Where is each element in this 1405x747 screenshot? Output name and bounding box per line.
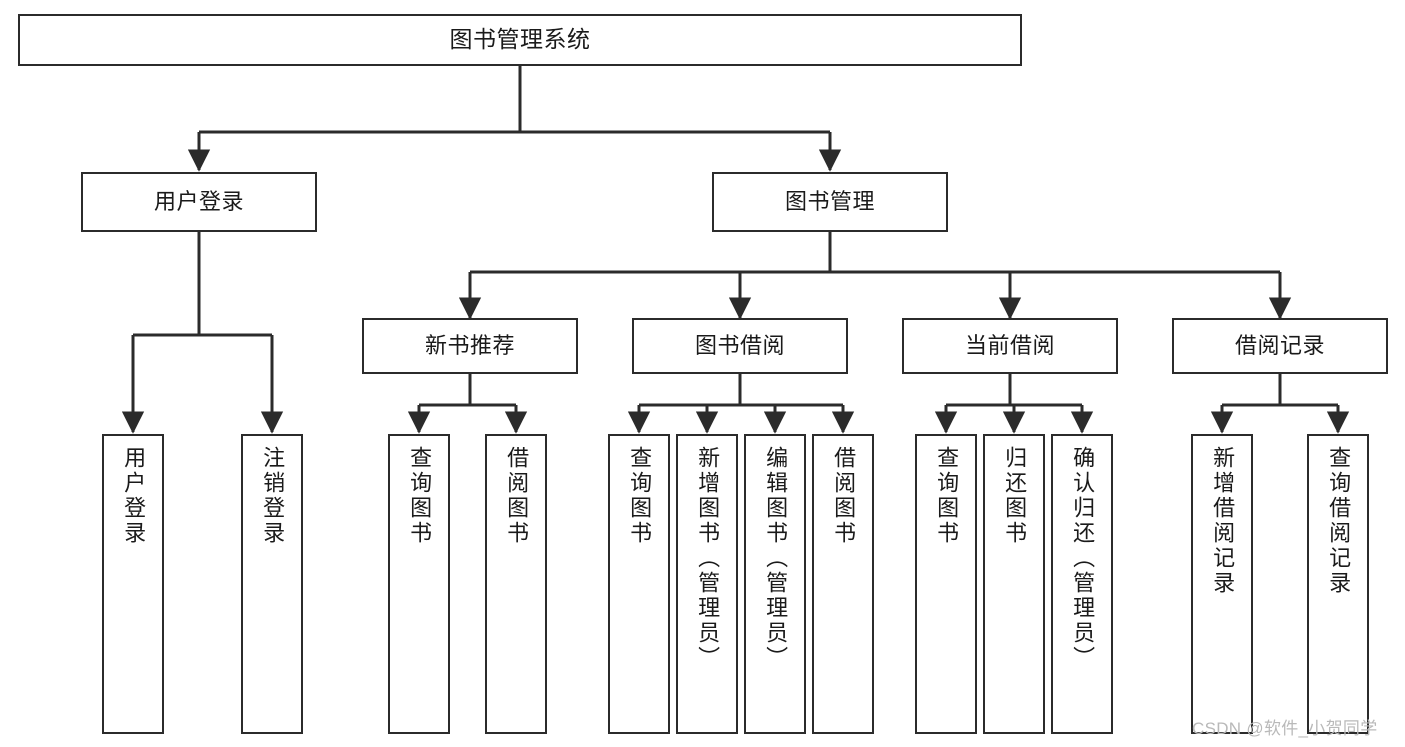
node-label: 新增借阅记录 [1210,446,1236,596]
node-label: 编辑图书（管理员） [763,446,789,671]
node-label: 查询图书 [934,446,960,546]
leaf-query-borrow-record[interactable]: 查询借阅记录 [1307,434,1369,734]
node-label: 新书推荐 [424,333,515,359]
leaf-edit-book-admin[interactable]: 编辑图书（管理员） [744,434,806,734]
leaf-borrow-book[interactable]: 借阅图书 [812,434,874,734]
node-label: 新增图书（管理员） [695,446,721,671]
node-label: 归还图书 [1002,446,1028,546]
leaf-confirm-return-admin[interactable]: 确认归还（管理员） [1051,434,1113,734]
leaf-borrow-query-book[interactable]: 查询图书 [608,434,670,734]
leaf-return-book[interactable]: 归还图书 [983,434,1045,734]
node-label: 借阅图书 [831,446,857,546]
leaf-current-query-book[interactable]: 查询图书 [915,434,977,734]
node-label: 确认归还（管理员） [1070,446,1096,671]
leaf-add-book-admin[interactable]: 新增图书（管理员） [676,434,738,734]
node-book-management[interactable]: 图书管理 [712,172,948,232]
leaf-new-book-borrow[interactable]: 借阅图书 [485,434,547,734]
node-label: 当前借阅 [964,333,1055,359]
node-label: 图书管理 [784,189,875,215]
node-label: 注销登录 [260,446,286,546]
node-label: 借阅记录 [1234,333,1325,359]
node-label: 查询图书 [407,446,433,546]
csdn-watermark: CSDN @软件_小贺同学 [1192,719,1378,738]
node-root-library-system[interactable]: 图书管理系统 [18,14,1022,66]
node-user-login[interactable]: 用户登录 [81,172,317,232]
node-label: 借阅图书 [504,446,530,546]
node-borrow-record[interactable]: 借阅记录 [1172,318,1388,374]
leaf-new-book-query[interactable]: 查询图书 [388,434,450,734]
node-book-borrow[interactable]: 图书借阅 [632,318,848,374]
node-label: 查询借阅记录 [1326,446,1352,596]
node-current-borrow[interactable]: 当前借阅 [902,318,1118,374]
node-new-book-recommend[interactable]: 新书推荐 [362,318,578,374]
node-label: 用户登录 [121,446,147,546]
node-label: 图书借阅 [694,333,785,359]
leaf-logout[interactable]: 注销登录 [241,434,303,734]
leaf-user-login[interactable]: 用户登录 [102,434,164,734]
node-label: 图书管理系统 [449,26,591,53]
leaf-add-borrow-record[interactable]: 新增借阅记录 [1191,434,1253,734]
node-label: 查询图书 [627,446,653,546]
node-label: 用户登录 [153,189,244,215]
